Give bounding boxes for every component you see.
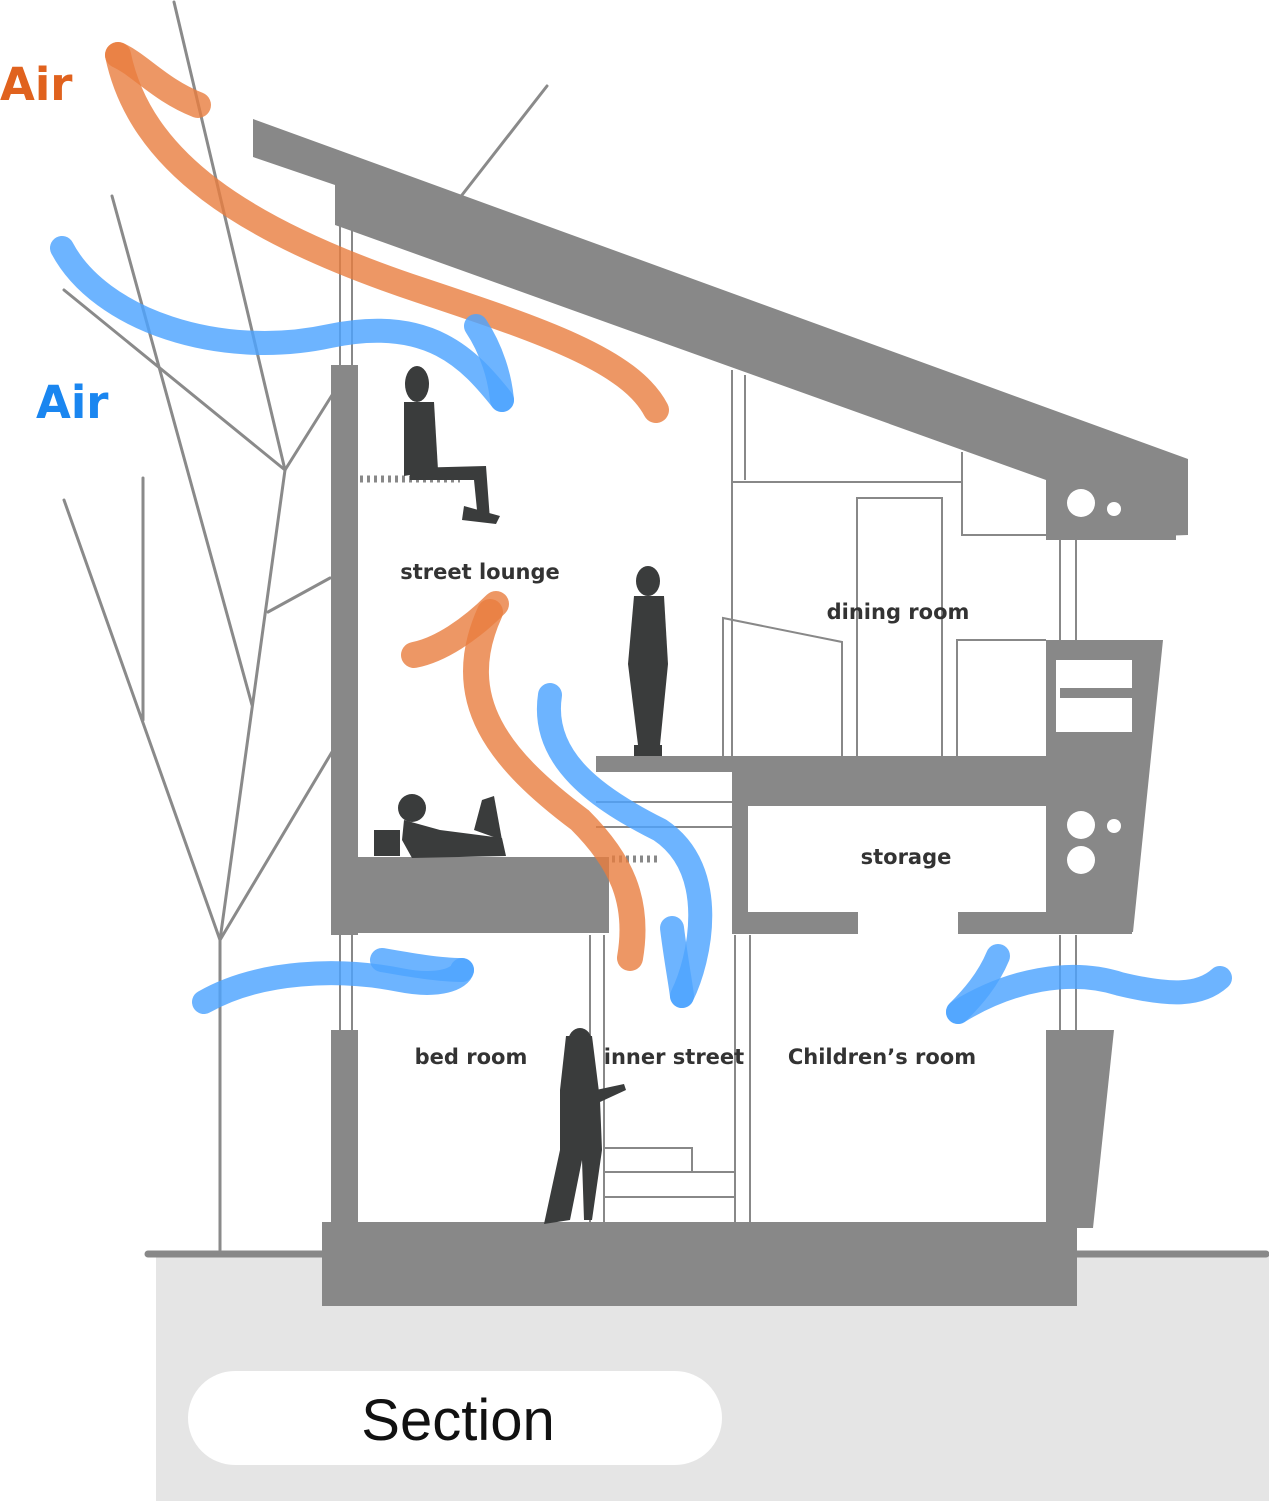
cool-air-flow (50, 236, 1232, 1024)
air-label-cool: Air (36, 376, 109, 429)
room-label-bed-room: bed room (415, 1045, 528, 1069)
room-label-storage: storage (861, 845, 952, 869)
person-standing-woman-icon (544, 1028, 626, 1224)
section-caption: Section (361, 1388, 554, 1453)
room-label-dining-room: dining room (827, 600, 970, 624)
caption-pill (188, 1371, 722, 1465)
person-lying-icon (374, 794, 506, 858)
warm-air-flow (105, 42, 669, 971)
air-label-warm: Air (0, 58, 73, 111)
interior-lines (339, 225, 1077, 1222)
tree (62, 0, 549, 1252)
house-structure (253, 119, 1188, 1306)
room-label-inner-street: inner street (604, 1045, 744, 1069)
room-label-childrens-room: Children’s room (788, 1045, 976, 1069)
person-seated-icon (404, 366, 500, 524)
person-standing-icon (628, 566, 668, 756)
room-label-street-lounge: street lounge (400, 560, 560, 584)
